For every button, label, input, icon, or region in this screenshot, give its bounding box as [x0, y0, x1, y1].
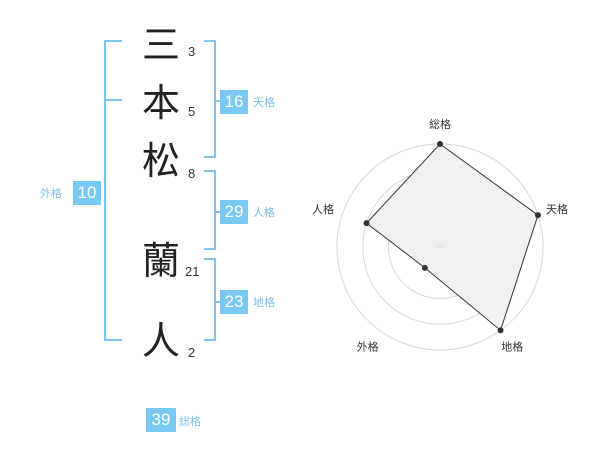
- name-char-2: 本: [141, 81, 180, 125]
- chikaku-label: 地格: [253, 296, 275, 309]
- radar-axis-label: 外格: [357, 340, 379, 354]
- stroke-count-3: 8: [188, 166, 196, 181]
- radar-point: [497, 327, 504, 334]
- stroke-count-4: 21: [185, 264, 200, 279]
- jinkaku-value: 29: [220, 200, 248, 224]
- gaikaku-label: 外格: [40, 187, 62, 200]
- name-char-3: 松: [141, 139, 180, 183]
- radar-axis-label: 地格: [501, 340, 523, 354]
- stroke-count-5: 2: [188, 345, 196, 360]
- radar-point: [421, 264, 428, 271]
- radar-series-polygon: [365, 143, 539, 332]
- soukaku-value: 39: [146, 408, 176, 432]
- gaikaku-value: 10: [73, 181, 101, 205]
- name-char-4: 蘭: [141, 239, 180, 283]
- tenkaku-label: 天格: [253, 96, 275, 109]
- jinkaku-label: 人格: [253, 206, 275, 219]
- stroke-count-2: 5: [188, 104, 196, 119]
- radar-axis-label: 人格: [312, 202, 334, 216]
- radar-point: [437, 141, 443, 147]
- stroke-count-1: 3: [188, 44, 196, 59]
- radar-axis-label: 天格: [546, 202, 568, 216]
- name-char-5: 人: [141, 319, 180, 363]
- radar-point: [363, 220, 370, 227]
- tenkaku-value: 16: [220, 90, 248, 114]
- soukaku-label: 総格: [179, 415, 201, 428]
- chikaku-value: 23: [220, 290, 248, 314]
- name-char-1: 三: [141, 23, 180, 67]
- radar-point: [534, 212, 541, 219]
- radar-axis-label: 総格: [429, 117, 451, 131]
